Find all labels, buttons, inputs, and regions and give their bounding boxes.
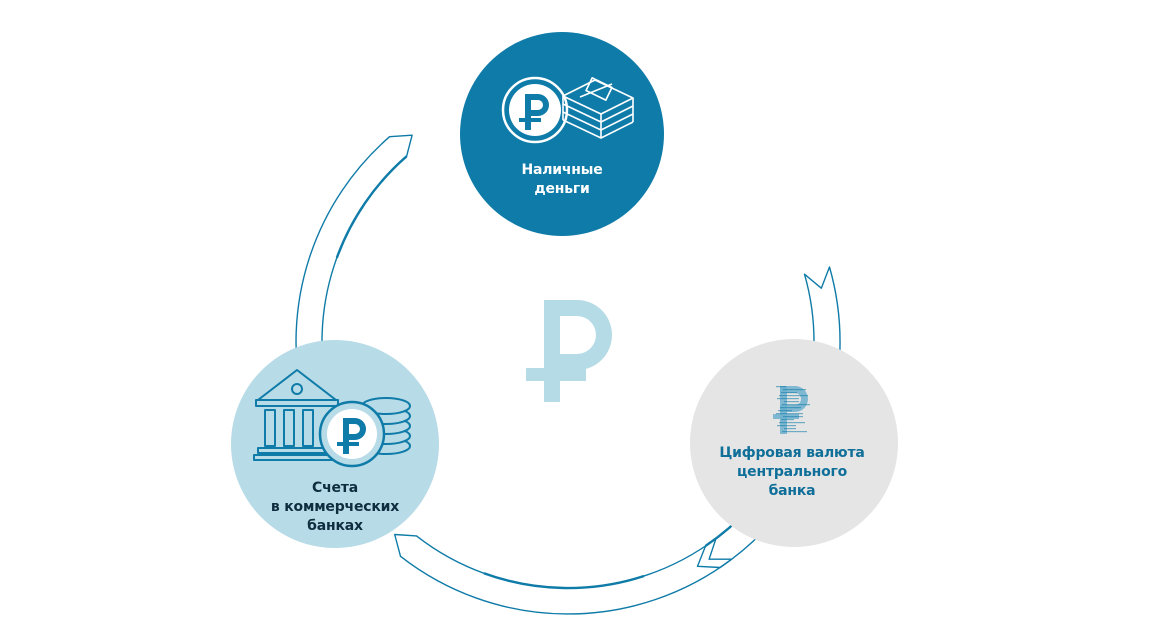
ring-inner-accent bbox=[335, 155, 408, 259]
ring-arrow-segment bbox=[394, 533, 733, 615]
cbdc-label-line3: банка bbox=[768, 483, 816, 499]
ruble-coin-icon bbox=[501, 76, 569, 144]
bank-accounts-label-line3: банках bbox=[307, 518, 363, 534]
digital-line bbox=[778, 410, 792, 412]
digital-line bbox=[779, 422, 805, 424]
digital-line bbox=[782, 404, 810, 406]
digital-line bbox=[784, 428, 796, 430]
cbdc-label-line1: Цифровая валюта bbox=[719, 445, 865, 461]
digital-line bbox=[776, 413, 803, 415]
cbdc-node-circle bbox=[690, 339, 898, 547]
cash-label: Наличные деньги bbox=[462, 161, 662, 199]
digital-line bbox=[782, 431, 807, 433]
center-ruble-icon bbox=[526, 300, 612, 402]
digital-line bbox=[783, 416, 803, 418]
cash-label-line2: деньги bbox=[534, 181, 590, 197]
digital-line bbox=[776, 386, 786, 388]
bank-accounts-label-line1: Счета bbox=[312, 480, 358, 496]
digital-line bbox=[781, 392, 797, 394]
cash-node-circle bbox=[460, 32, 664, 236]
digital-ruble-icon bbox=[773, 386, 810, 434]
banknote-stack-icon bbox=[562, 77, 634, 139]
digital-line bbox=[777, 398, 799, 400]
bank-ruble-coin-icon bbox=[318, 400, 386, 468]
cbdc-label: Цифровая валюта центрального банка bbox=[692, 444, 892, 501]
ring-arrow-segment bbox=[295, 134, 413, 404]
digital-line bbox=[781, 419, 794, 421]
digital-line bbox=[783, 389, 806, 391]
bank-accounts-label: Счета в коммерческих банках bbox=[230, 479, 440, 536]
digital-line bbox=[779, 395, 808, 397]
digital-line bbox=[777, 425, 796, 427]
ring-inner-accent bbox=[483, 572, 645, 590]
bank-accounts-label-line2: в коммерческих bbox=[270, 499, 400, 515]
digital-line bbox=[780, 407, 801, 409]
digital-line bbox=[784, 401, 799, 403]
cbdc-label-line2: центрального bbox=[736, 464, 848, 480]
cash-label-line1: Наличные bbox=[521, 162, 603, 178]
